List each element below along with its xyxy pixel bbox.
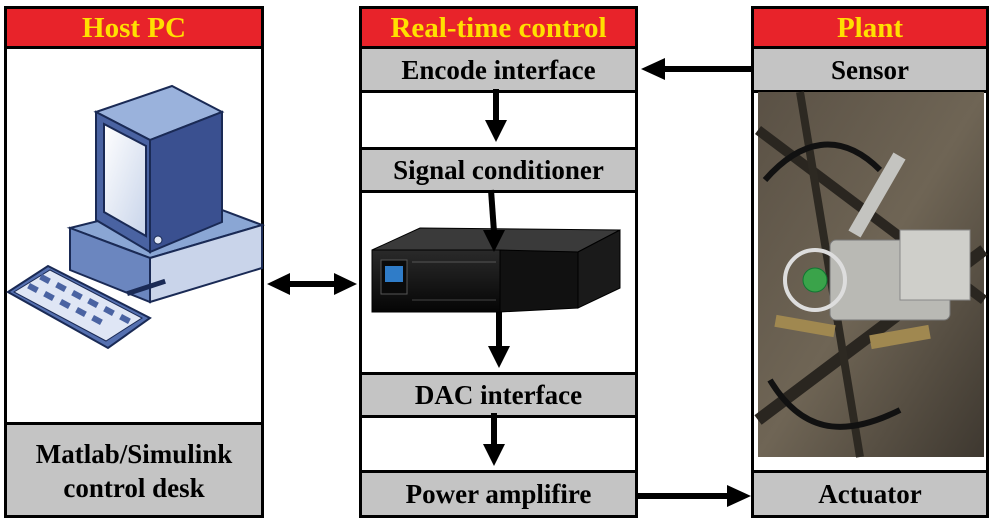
actuator-box: Actuator [754, 470, 986, 515]
plant-title: Plant [754, 9, 986, 49]
power-amplifier-box: Power amplifire [362, 470, 635, 515]
sensor-box: Sensor [754, 49, 986, 93]
arrow-signal-to-target [488, 189, 497, 233]
realtime-control-title: Real-time control [362, 9, 635, 49]
host-pc-title: Host PC [7, 9, 261, 49]
control-desk-line1: Matlab/Simulink [35, 439, 233, 469]
plant-photo [754, 91, 988, 458]
control-desk-label: Matlab/Simulink control desk [7, 422, 261, 515]
arrows [267, 58, 751, 507]
dac-interface-box: DAC interface [362, 372, 635, 418]
computer-icon [6, 84, 266, 350]
control-desk-line2: control desk [63, 473, 205, 503]
encode-interface-box: Encode interface [362, 49, 635, 93]
signal-conditioner-box: Signal conditioner [362, 147, 635, 193]
